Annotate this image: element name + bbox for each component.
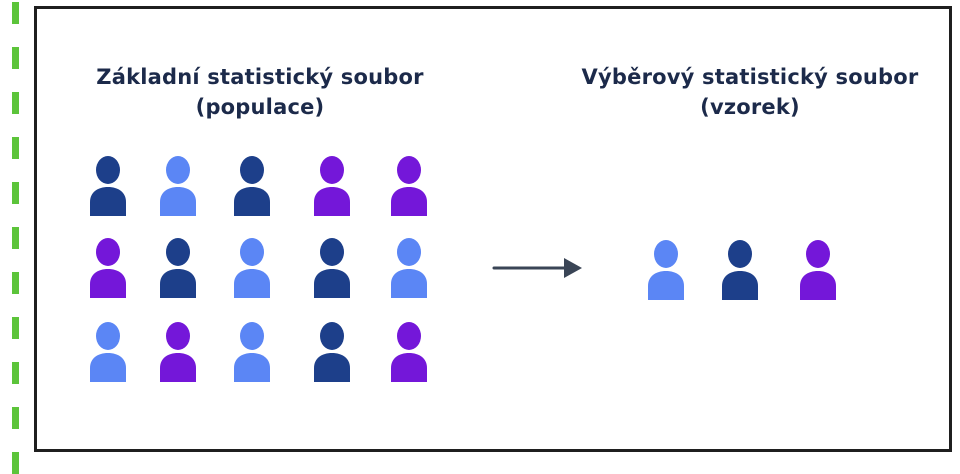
person-icon (646, 236, 686, 300)
population-title: Základní statistický soubor (populace) (50, 62, 470, 122)
arrow-right-icon (492, 258, 582, 278)
person-icon (88, 234, 128, 298)
person-icon (232, 318, 272, 382)
person-icon (158, 318, 198, 382)
border-dash (12, 317, 19, 339)
population-title-line1: Základní statistický soubor (96, 65, 424, 89)
border-dash (12, 47, 19, 69)
person-icon (312, 318, 352, 382)
border-dash (12, 2, 19, 24)
border-dash (12, 137, 19, 159)
person-icon (389, 234, 429, 298)
person-icon (88, 152, 128, 216)
border-dash (12, 452, 19, 474)
person-icon (232, 152, 272, 216)
person-icon (720, 236, 760, 300)
person-icon (312, 152, 352, 216)
person-icon (312, 234, 352, 298)
border-dash (12, 227, 19, 249)
population-title-line2: (populace) (195, 95, 325, 119)
border-dash (12, 407, 19, 429)
border-dash (12, 362, 19, 384)
person-icon (389, 318, 429, 382)
person-icon (158, 234, 198, 298)
sample-title: Výběrový statistický soubor (vzorek) (555, 62, 945, 122)
border-dash (12, 272, 19, 294)
border-dash (12, 92, 19, 114)
sample-title-line1: Výběrový statistický soubor (581, 65, 919, 89)
border-dash (12, 182, 19, 204)
person-icon (389, 152, 429, 216)
person-icon (798, 236, 838, 300)
sample-title-line2: (vzorek) (700, 95, 800, 119)
person-icon (232, 234, 272, 298)
left-dashed-border (0, 0, 30, 474)
person-icon (88, 318, 128, 382)
person-icon (158, 152, 198, 216)
